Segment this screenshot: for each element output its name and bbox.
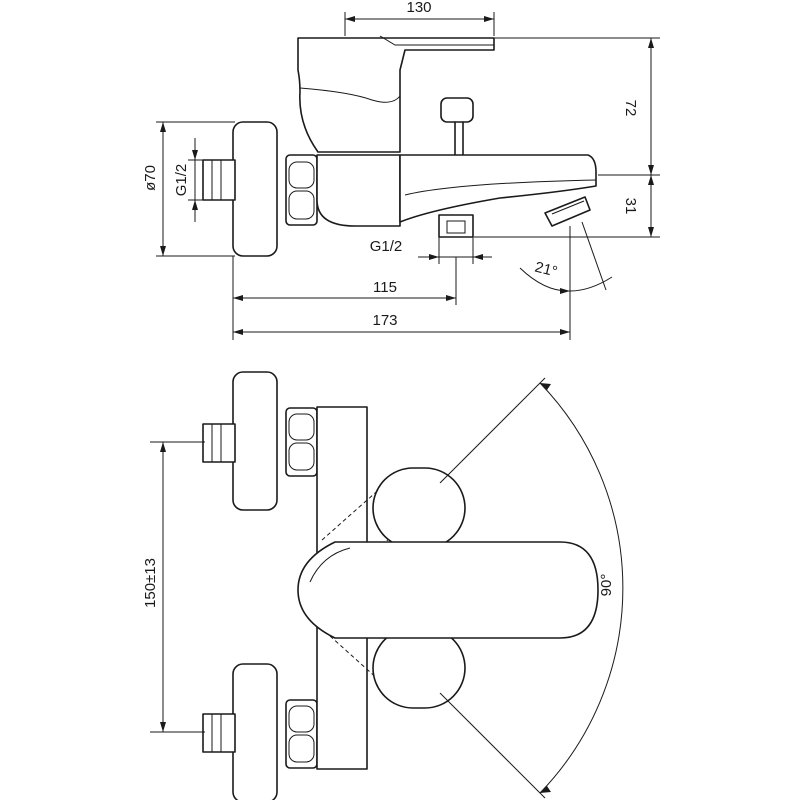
hex-nut: [285, 154, 318, 226]
inlet-lower: [202, 713, 236, 753]
dim-lever-rotation: 90°: [439, 377, 624, 799]
dim-height-top: 72: [494, 37, 660, 176]
flange-lower: [232, 663, 278, 800]
dim-lever-length: 130: [344, 0, 495, 36]
dim-outlet-thread: G1/2: [370, 237, 492, 264]
dim-spout-angle-label: 21°: [533, 259, 559, 281]
dim-inlet-spacing: 150±13: [142, 441, 205, 733]
dim-spout-angle: 21°: [519, 221, 613, 300]
hex-nut-upper: [285, 407, 318, 477]
dim-outlet-thread-label: G1/2: [370, 238, 403, 255]
wall-flange: [232, 121, 278, 257]
lever-handle-top: [297, 541, 599, 639]
dim-inlet-thread-label: G1/2: [173, 164, 190, 197]
dim-outlet-offset-label: 115: [373, 279, 397, 296]
spout-aerator: [544, 196, 591, 227]
dim-height-top-label: 72: [622, 100, 639, 117]
outlet-connector: [438, 214, 474, 238]
inlet-connector: [202, 159, 236, 201]
dim-spout-height: 31: [474, 175, 660, 238]
lever-handle: [297, 37, 495, 153]
mixer-body: [316, 154, 401, 227]
diverter-knob: [440, 97, 474, 156]
dim-inlet-spacing-label: 150±13: [142, 558, 159, 608]
dim-outlet-offset: 115: [232, 256, 457, 340]
top-view: 150±13 90°: [142, 371, 624, 800]
dim-total-length-label: 173: [372, 312, 397, 329]
inlet-upper: [202, 423, 236, 463]
spout: [399, 154, 597, 223]
dim-lever-rotation-label: 90°: [598, 574, 615, 597]
hex-nut-lower: [285, 699, 318, 769]
dim-inlet-thread: G1/2: [173, 138, 205, 222]
dim-lever-length-label: 130: [406, 0, 431, 16]
dim-body-diameter: ø70: [142, 121, 235, 257]
dim-total-length: 173: [233, 300, 571, 340]
flange-upper: [232, 371, 278, 511]
dim-spout-height-label: 31: [622, 198, 639, 215]
side-view: 130 72 31 ø70: [142, 0, 660, 340]
dim-body-diameter-label: ø70: [142, 165, 159, 191]
